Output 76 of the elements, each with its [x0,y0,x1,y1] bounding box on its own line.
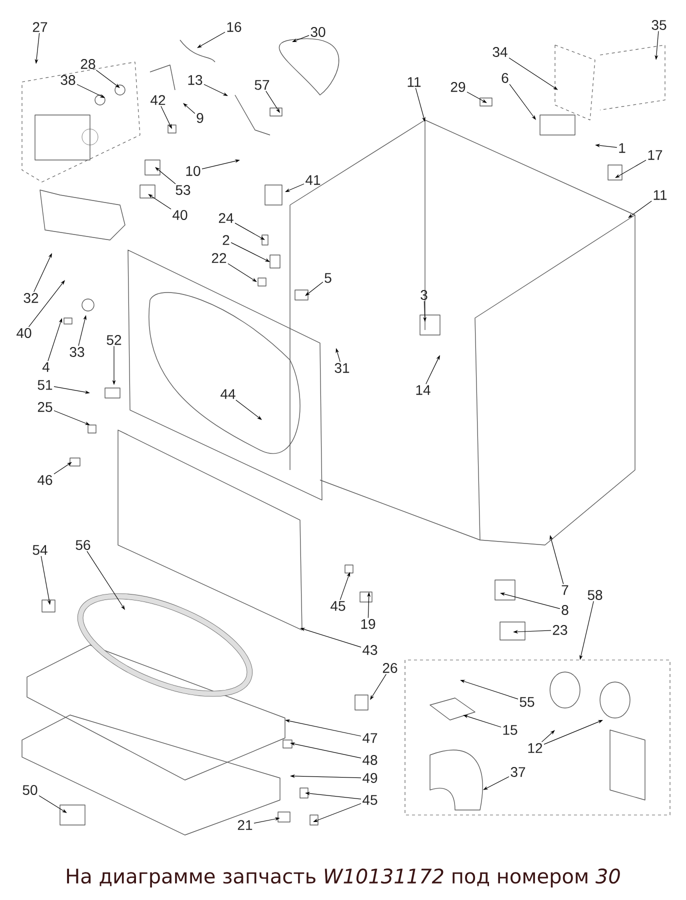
callout-number: 11 [654,190,667,200]
callout-number: 44 [220,389,236,399]
leader-line [38,795,67,813]
callout-number: 35 [652,20,666,30]
callout-number: 4 [42,362,50,372]
callout-number: 53 [176,185,190,195]
callout-number: 43 [362,645,378,655]
leader-line [183,103,196,114]
callout-number: 15 [503,725,518,735]
callout-number: 32 [24,293,38,303]
leader-line [628,200,652,218]
callout-number: 27 [32,22,48,32]
leader-line [266,90,280,113]
leader-line [148,194,172,210]
leader-line [234,222,265,240]
caption: На диаграмме запчасть W10131172 под номером 30 [67,868,620,888]
callout-number: 55 [520,697,534,707]
callout-number: 16 [227,22,242,32]
callout-number: 40 [172,210,188,220]
callout-number: 52 [106,335,122,345]
leader-line [28,280,65,328]
callout-number: 41 [306,175,320,185]
callout-number: 3 [420,290,428,300]
callout-number: 38 [60,75,76,85]
callout-number: 21 [238,820,252,830]
callout-number: 11 [408,77,421,87]
callout-number: 6 [502,73,508,83]
callout-number: 48 [362,755,378,765]
callout-number: 45 [362,795,378,805]
callout-number: 1 [619,143,626,153]
callout-number: 49 [362,773,378,783]
callout-number: 37 [510,767,526,777]
callout-number: 30 [310,27,326,37]
leader-line [509,84,536,120]
callout-number: 31 [334,363,350,373]
callout-number: 56 [76,540,90,550]
leader-line [370,674,386,700]
callout-number: 9 [196,113,204,123]
leader-line [236,400,262,420]
callout-number: 7 [562,585,568,595]
callout-number: 17 [648,150,662,160]
callout-number: 45 [330,601,346,611]
callout-number: 13 [188,75,202,85]
callout-number: 23 [552,625,568,635]
callout-number: 10 [186,166,200,176]
callout-number: 47 [362,733,378,743]
callout-number: 8 [562,605,568,615]
leader-line [228,263,257,282]
callout-number: 54 [32,545,48,555]
callout-number: 33 [70,347,84,357]
callout-number: 57 [254,80,270,90]
callout-number: 26 [382,663,398,673]
callout-number: 5 [324,273,332,283]
callout-number: 28 [80,59,96,69]
callout-number: 58 [588,590,602,600]
callout-number: 46 [38,475,52,485]
leader-line [155,167,176,184]
callout-number: 2 [222,235,230,245]
callout-number: 34 [492,47,508,57]
callout-number: 42 [150,95,166,105]
leader-line [96,70,120,88]
leader-line [54,462,72,474]
leader-line [541,730,555,742]
callout-number: 50 [22,785,38,795]
callout-number: 22 [212,253,226,263]
callout-number: 29 [450,82,466,92]
leader-line [508,58,558,90]
leader-line [305,282,324,296]
callout-number: 24 [218,213,234,223]
leader-line [86,550,125,610]
callout-number: 40 [16,328,32,338]
callout-number: 25 [38,402,52,412]
callout-number: 14 [416,385,430,395]
callout-number: 19 [361,619,376,629]
callout-number: 51 [38,380,52,390]
callout-number: 12 [528,743,542,753]
